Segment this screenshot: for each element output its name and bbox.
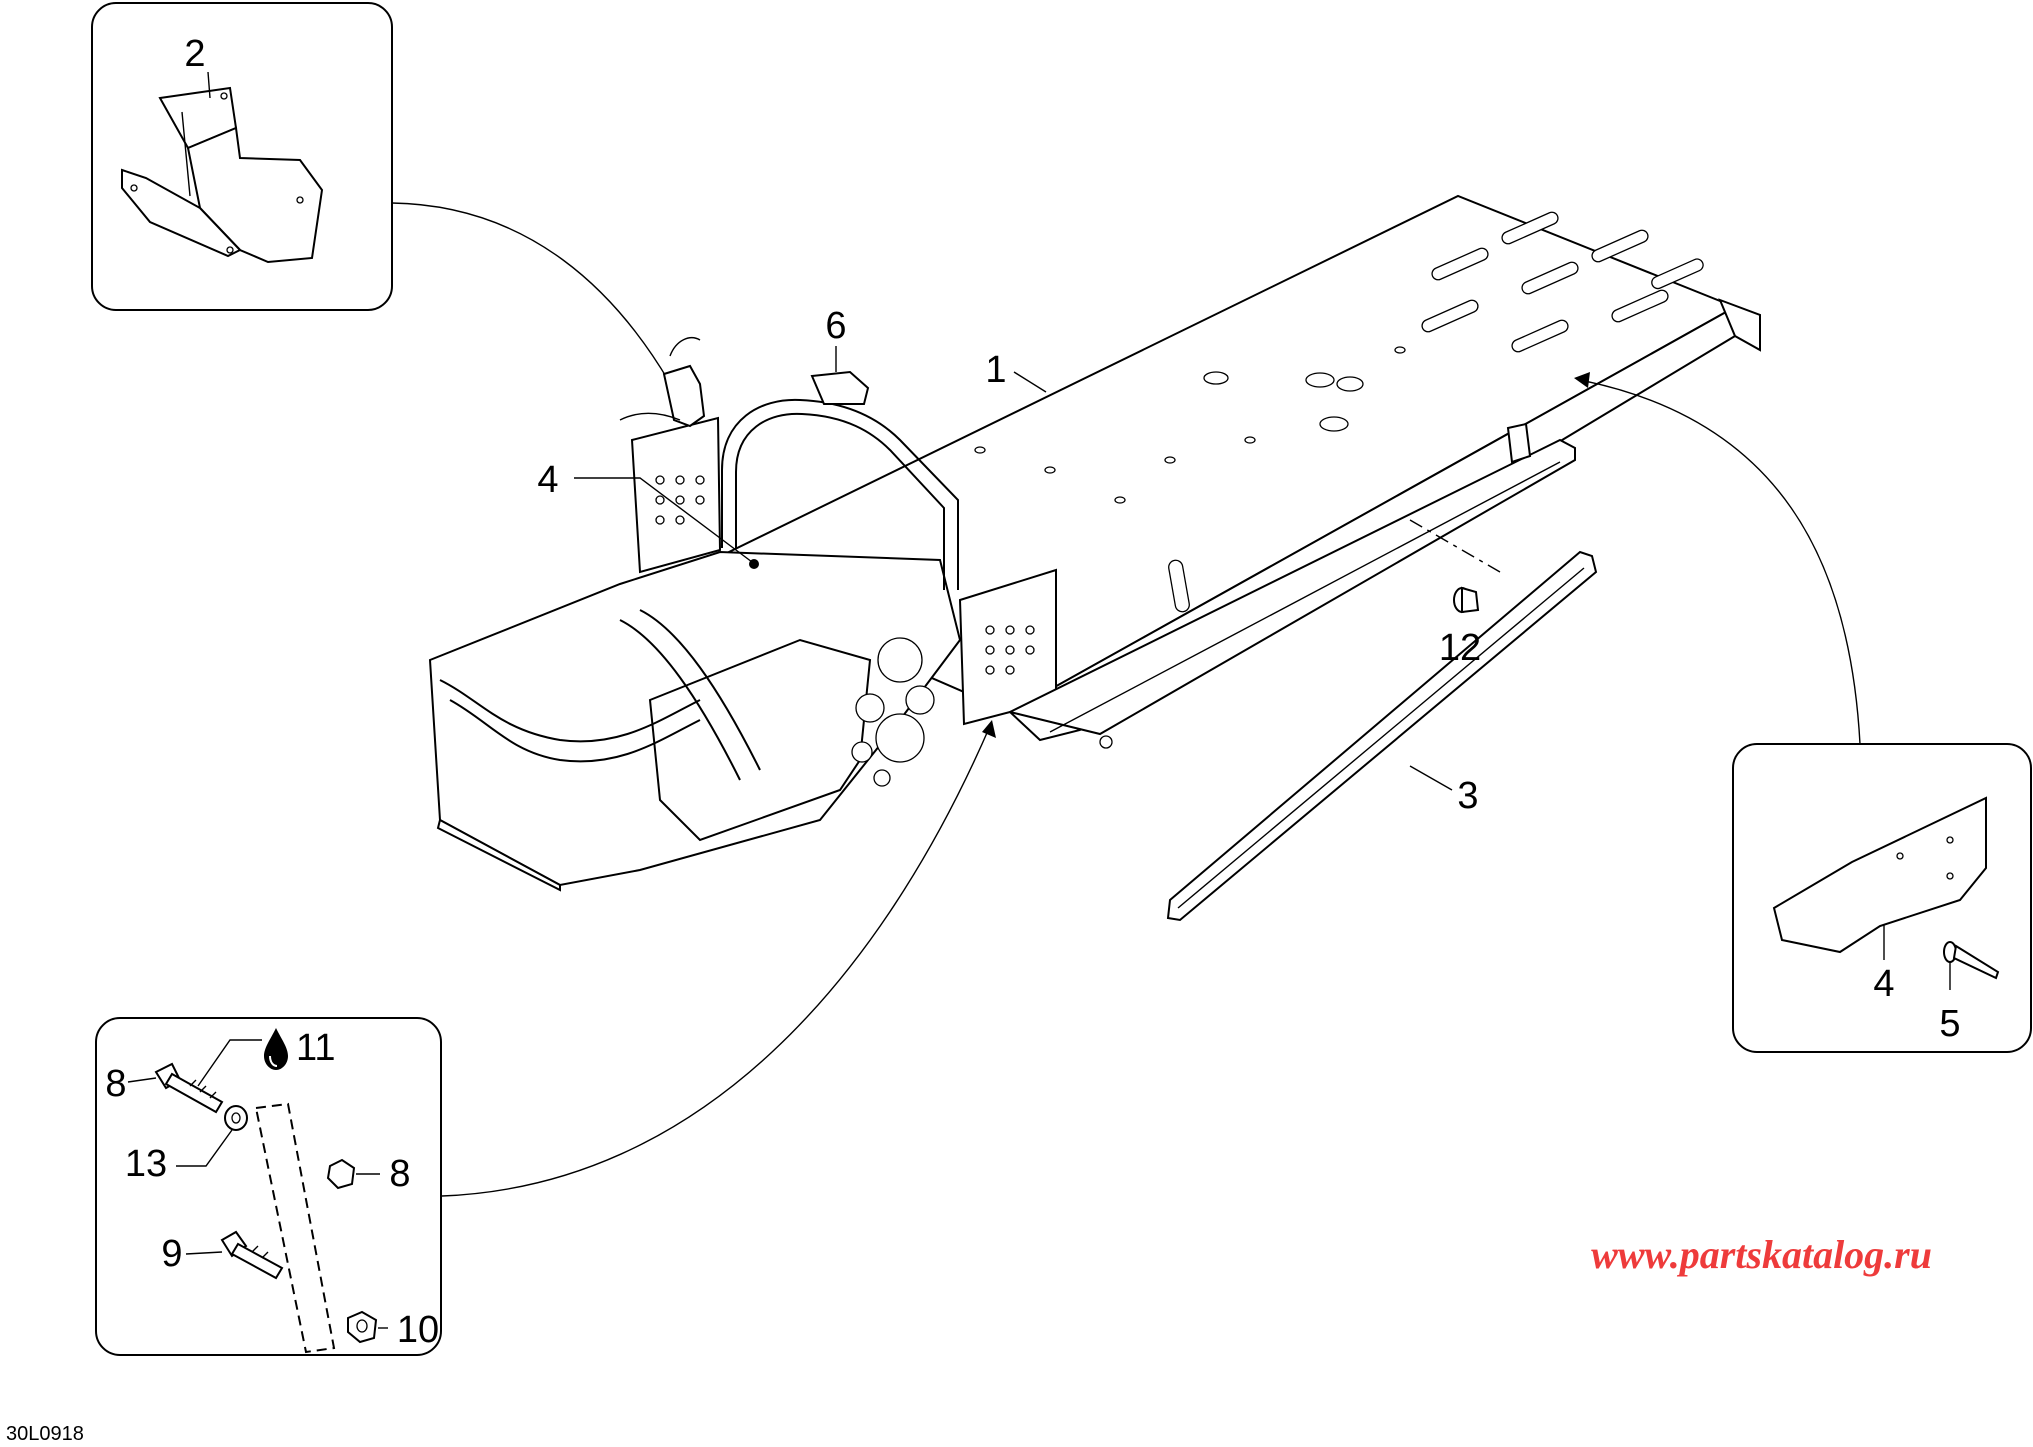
callout-10: 10: [397, 1309, 439, 1351]
bracket-part-2-drawing: [121, 86, 324, 264]
callout-1: 1: [985, 349, 1006, 391]
nut-part-8-right: [326, 1158, 356, 1190]
callout-3: 3: [1457, 775, 1478, 817]
callout-5: 5: [1939, 1003, 1960, 1045]
nut-part-10: [347, 1310, 378, 1344]
figure-code: 30L0918: [6, 1423, 84, 1445]
inset-part-4-5: 4 5: [1732, 743, 2032, 1053]
leader-inset-2: [391, 202, 691, 421]
callout-13: 13: [125, 1143, 167, 1185]
watermark-text: www.partskatalog.ru: [1591, 1232, 1932, 1277]
tunnel-slots: [1421, 211, 1704, 353]
drop-icon: [264, 1028, 288, 1070]
callout-9: 9: [161, 1233, 182, 1275]
inset-fasteners: 11 8 13 8 9 10: [95, 1017, 442, 1356]
callout-2: 2: [184, 33, 205, 75]
side-plate-holes: [655, 475, 1035, 675]
main-frame-drawing: [428, 194, 1761, 922]
callout-8-right: 8: [389, 1153, 410, 1195]
leader-inset-fasteners: [441, 725, 991, 1197]
plug-part-12: [1453, 586, 1480, 614]
rail-part-3: [1166, 550, 1598, 922]
rivet-part-5: [1943, 941, 2000, 980]
bolt-part-8-top: [154, 1062, 224, 1114]
plate-part-4: [1772, 796, 1987, 954]
callout-6: 6: [825, 305, 846, 347]
tunnel-holes: [974, 346, 1406, 504]
callout-11: 11: [296, 1027, 335, 1069]
bolt-part-9: [220, 1230, 284, 1280]
callout-8-top: 8: [105, 1063, 126, 1105]
callout-4-inset: 4: [1873, 963, 1894, 1005]
callout-4-main: 4: [537, 459, 558, 501]
leader-inset-4: [1579, 379, 1861, 745]
bracket-part-6: [810, 370, 870, 405]
inset-part-2: 2: [91, 2, 393, 311]
callout-12: 12: [1439, 627, 1481, 669]
bulkhead-holes: [851, 637, 935, 787]
